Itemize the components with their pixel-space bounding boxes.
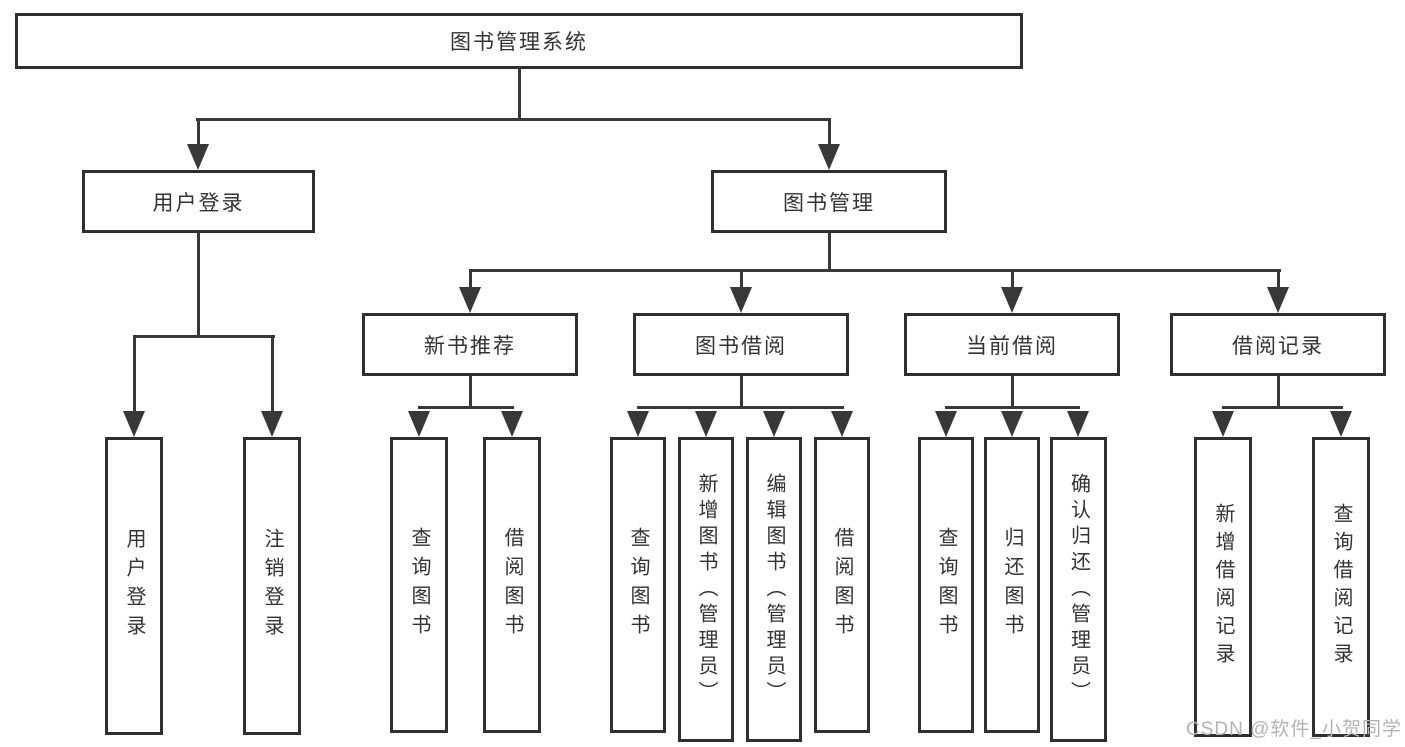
leaf-query-borrow-record: 查询借阅记录 (1312, 437, 1370, 737)
leaf-add-borrow-record: 新增借阅记录 (1194, 437, 1252, 737)
connector-hbar (1222, 406, 1343, 409)
leaf-edit-book-admin: 编辑图书（管理员） (746, 437, 802, 742)
node-borrow-records: 借阅记录 (1170, 313, 1386, 376)
leaf-borrow-books-2: 借阅图书 (814, 437, 870, 733)
arrowhead-icon (1212, 411, 1234, 437)
arrowhead-icon (935, 411, 957, 437)
node-new-book-recommend: 新书推荐 (362, 313, 578, 376)
connector-down (740, 376, 743, 409)
connector-down (1011, 376, 1014, 409)
node-book-management: 图书管理 (711, 170, 947, 233)
connector-book-mgmt-stem (828, 118, 831, 146)
connector-stem (740, 269, 743, 288)
arrowhead-icon (187, 144, 209, 170)
csdn-watermark: CSDN @软件_小贺同学 (1186, 719, 1402, 740)
arrowhead-icon (763, 411, 785, 437)
arrowhead-icon (1001, 287, 1023, 313)
connector-down (469, 376, 472, 409)
arrowhead-icon (730, 287, 752, 313)
arrowhead-icon (695, 411, 717, 437)
arrowhead-icon (459, 287, 481, 313)
arrowhead-icon (831, 411, 853, 437)
leaf-borrow-books-1: 借阅图书 (483, 437, 541, 733)
leaf-query-books-1: 查询图书 (390, 437, 448, 733)
node-user-login: 用户登录 (82, 170, 315, 233)
arrowhead-icon (1330, 411, 1352, 437)
arrowhead-icon (1267, 287, 1289, 313)
leaf-user-login: 用户登录 (105, 437, 163, 735)
connector-stem (133, 335, 136, 413)
leaf-query-books-2: 查询图书 (610, 437, 666, 733)
arrowhead-icon (1001, 411, 1023, 437)
arrowhead-icon (261, 411, 283, 437)
leaf-return-book: 归还图书 (984, 437, 1040, 733)
connector-user-login-stem (197, 118, 200, 146)
arrowhead-icon (123, 411, 145, 437)
connector-stem (469, 269, 472, 288)
connector-hbar (637, 406, 844, 409)
leaf-add-book-admin: 新增图书（管理员） (678, 437, 734, 742)
leaf-logout: 注销登录 (243, 437, 301, 735)
leaf-confirm-return-admin: 确认归还（管理员） (1050, 437, 1107, 742)
connector-book-mgmt-down (828, 233, 831, 271)
connector-book-mgmt-hbar (469, 269, 1281, 272)
connector-hbar (418, 406, 514, 409)
leaf-query-books-3: 查询图书 (918, 437, 974, 733)
connector-down (1277, 376, 1280, 409)
connector-hbar (945, 406, 1080, 409)
connector-stem (1277, 269, 1280, 288)
arrowhead-icon (501, 411, 523, 437)
node-current-borrow: 当前借阅 (904, 313, 1120, 376)
connector-user-login-hbar (133, 335, 275, 338)
connector-root-stem (518, 66, 521, 120)
connector-root-hbar (196, 118, 831, 121)
arrowhead-icon (627, 411, 649, 437)
node-book-borrow: 图书借阅 (633, 313, 849, 376)
arrowhead-icon (818, 144, 840, 170)
node-root: 图书管理系统 (15, 13, 1023, 69)
arrowhead-icon (1067, 411, 1089, 437)
arrowhead-icon (408, 411, 430, 437)
connector-user-login-down (197, 233, 200, 337)
connector-stem (1011, 269, 1014, 288)
connector-stem (271, 335, 274, 413)
